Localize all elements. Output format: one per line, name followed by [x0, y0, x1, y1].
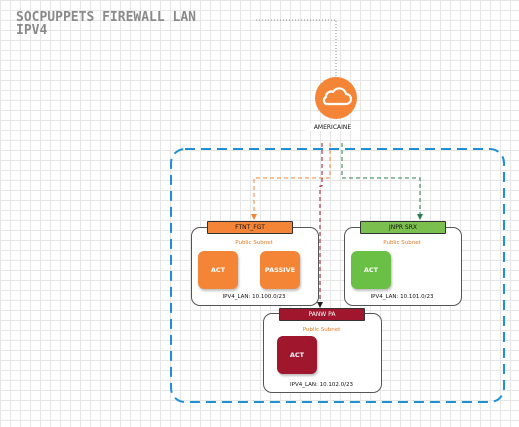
- region-boundary: [170, 148, 505, 403]
- link-cloud-to-jnpr: [341, 143, 423, 220]
- ftnt-act-node[interactable]: ACT: [198, 251, 238, 289]
- group-ftnt-subnet: Public Subnet: [235, 240, 273, 246]
- jnpr-act-node[interactable]: ACT: [351, 251, 391, 289]
- cloud-icon: [315, 77, 357, 119]
- group-panw-lan: IPV4_LAN: 10.102.0/23: [290, 382, 353, 388]
- group-jnpr-subnet: Public Subnet: [383, 240, 421, 246]
- cloud-node[interactable]: [314, 76, 358, 120]
- ftnt-passive-node[interactable]: PASSIVE: [260, 251, 300, 289]
- panw-act-node[interactable]: ACT: [277, 336, 317, 374]
- group-jnpr-lan: IPV4_LAN: 10.101.0/23: [370, 294, 434, 300]
- group-jnpr-tag[interactable]: JNPR SRX: [360, 221, 446, 234]
- group-ftnt-lan: IPV4_LAN: 10.100.0/23: [222, 294, 286, 300]
- group-panw-tag[interactable]: PANW PA: [279, 308, 365, 321]
- group-ftnt-tag[interactable]: FTNT_FGT: [207, 221, 293, 234]
- diagram-title: SOCPUPPETS FIREWALL LAN IPV4: [16, 10, 197, 38]
- group-panw-subnet: Public Subnet: [302, 327, 341, 333]
- cloud-label: AMERICAINE: [305, 124, 360, 131]
- link-cloud-to-ftnt: [251, 143, 331, 220]
- title-connector-line: [256, 19, 337, 78]
- link-cloud-to-panw: [317, 143, 323, 308]
